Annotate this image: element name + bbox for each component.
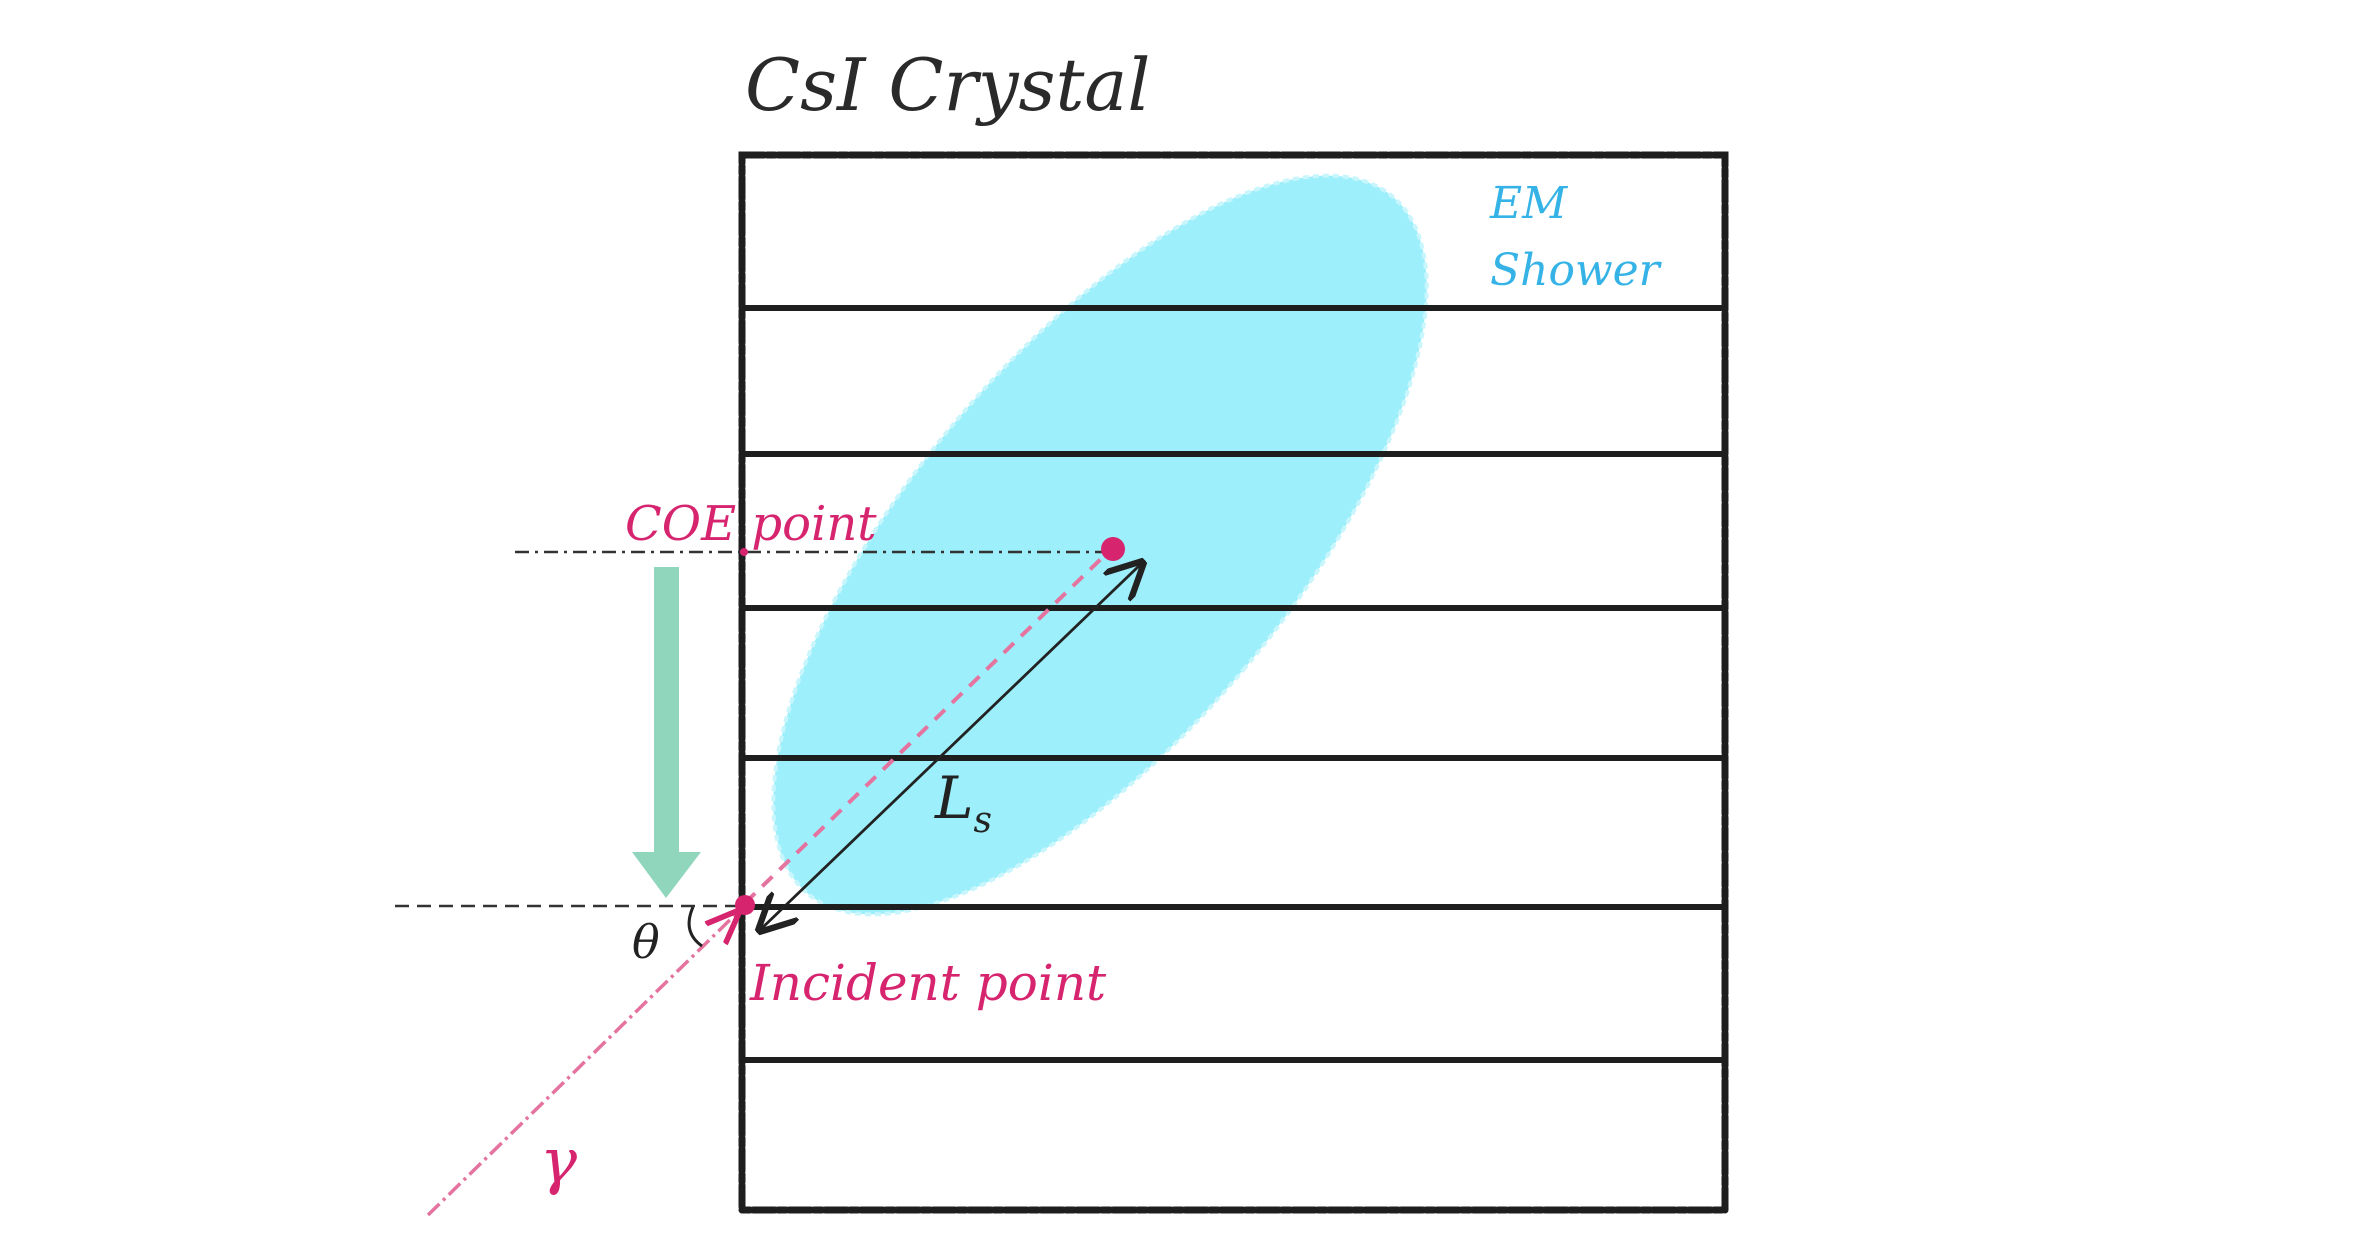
crystal-title: CsI Crystal <box>745 43 1150 127</box>
length-label-main: L <box>934 764 974 832</box>
angle-arc <box>687 906 703 948</box>
angle-label: θ <box>632 915 660 969</box>
shower-label-line1: EM <box>1489 178 1568 229</box>
gamma-ray <box>426 912 738 1217</box>
down-arrow-icon <box>632 567 701 898</box>
length-label: Ls <box>934 764 992 841</box>
shower-label-line2: Shower <box>1490 245 1663 296</box>
coe-face-marker <box>740 548 748 556</box>
ls-measurement-arrow <box>760 563 1142 930</box>
gamma-label: γ <box>540 1124 578 1197</box>
coe-point-marker <box>1101 537 1125 561</box>
coe-point-label: COE point <box>625 496 877 552</box>
incident-point-marker <box>735 895 755 915</box>
length-label-sub: s <box>974 800 992 841</box>
incident-point-label: Incident point <box>749 954 1107 1012</box>
